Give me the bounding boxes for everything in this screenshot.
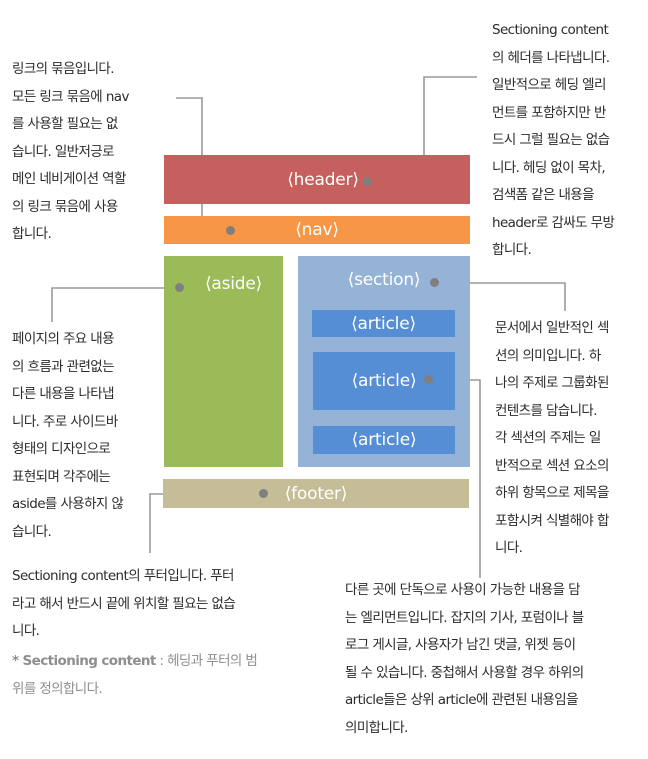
footer-box: ⟨footer⟩ xyxy=(163,479,469,508)
nav-dot xyxy=(226,226,235,235)
aside-box: ⟨aside⟩ xyxy=(164,256,283,467)
article-dot xyxy=(424,375,433,384)
aside-connector xyxy=(51,287,180,322)
section-dot xyxy=(430,278,439,287)
header-dot xyxy=(363,177,372,186)
footnote-text: : 헤딩과 푸터의 범 위를 정의합니다. xyxy=(12,653,258,697)
section-description: 문서에서 일반적인 섹 션의 의미입니다. 하 나의 주제로 그룹화된 컨텐츠를… xyxy=(495,320,609,556)
header-box: ⟨header⟩ xyxy=(164,155,470,204)
article-label-3: ⟨article⟩ xyxy=(351,430,417,450)
aside-description: 페이지의 주요 내용 의 흐름과 관련없는 다른 내용을 나타냅 니다. 주로 … xyxy=(12,331,124,540)
article-box-1: ⟨article⟩ xyxy=(312,310,455,337)
footer-description: Sectioning content의 푸터입니다. 푸터 라고 해서 반드시 … xyxy=(12,568,236,639)
footer-label: ⟨footer⟩ xyxy=(284,483,348,504)
header-label: ⟨header⟩ xyxy=(287,169,359,190)
footnote-term: * Sectioning content xyxy=(12,653,156,669)
footer-dot xyxy=(259,489,268,498)
article-label-2: ⟨article⟩ xyxy=(351,371,417,391)
nav-box: ⟨nav⟩ xyxy=(164,216,470,244)
footnote: * Sectioning content : 헤딩과 푸터의 범 위를 정의합니… xyxy=(12,648,302,703)
nav-description: 링크의 묶음입니다. 모든 링크 묶음에 nav 를 사용할 필요는 없 습니다… xyxy=(12,61,129,242)
aside-label: ⟨aside⟩ xyxy=(204,274,263,294)
section-label: ⟨section⟩ xyxy=(347,270,421,290)
nav-label: ⟨nav⟩ xyxy=(295,220,339,240)
article-label-1: ⟨article⟩ xyxy=(351,313,416,334)
header-description: Sectioning content 의 헤더를 나타냅니다. 일반적으로 헤딩… xyxy=(492,22,615,258)
article-box-2: ⟨article⟩ xyxy=(313,352,455,410)
aside-dot xyxy=(175,283,184,292)
article-box-3: ⟨article⟩ xyxy=(313,426,455,454)
article-description: 다른 곳에 단독으로 사용이 가능한 내용을 담 는 엘리먼트입니다. 잡지의 … xyxy=(345,582,584,736)
